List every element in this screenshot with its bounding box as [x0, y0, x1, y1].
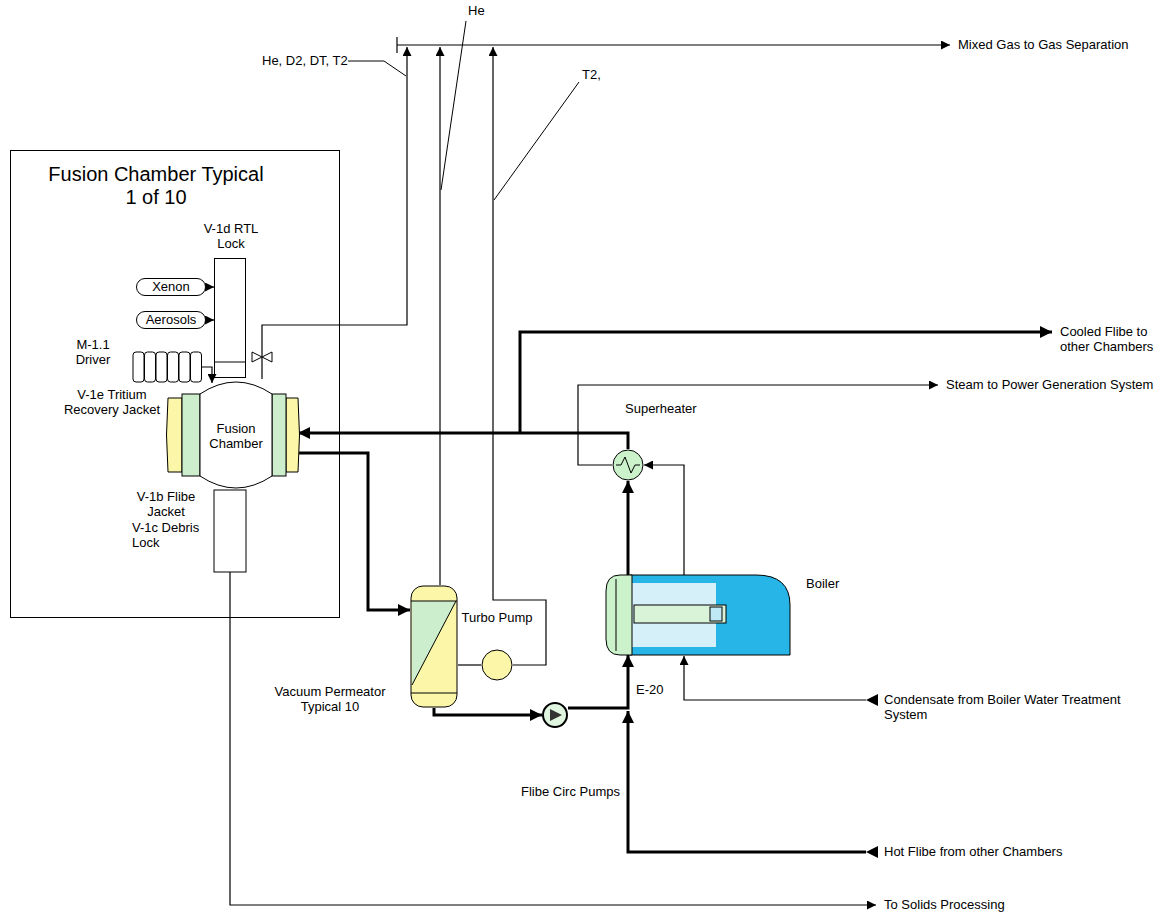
- source-label: Hot Flibe from other Chambers: [884, 845, 1062, 860]
- driver-cylinder: [179, 352, 190, 382]
- flibe-line: [628, 711, 866, 852]
- fusion-chamber: Fusion Chamber: [168, 378, 298, 492]
- stream-label: T2,: [582, 68, 601, 83]
- lock-label: V-1c Debris Lock: [132, 521, 208, 551]
- tritium-jacket: [167, 398, 183, 472]
- source-label: Condensate from Boiler Water Treatment S…: [884, 693, 1152, 723]
- destination-label: To Solids Processing: [884, 898, 1005, 913]
- condensate-line: [684, 656, 866, 700]
- flibe-jacket: [182, 394, 200, 476]
- flibe-connector: [434, 708, 542, 715]
- flibe-connector: [627, 481, 630, 575]
- solids-line: [230, 572, 876, 905]
- arrow-head: [866, 846, 878, 858]
- circulation-pump-outline: [542, 702, 568, 728]
- tritium-jacket: [286, 398, 300, 472]
- heat-exchanger-symbol: [613, 450, 643, 480]
- heat-exchanger-coil: [616, 457, 640, 473]
- leader-line: [494, 82, 579, 200]
- stream-label: He: [468, 4, 485, 19]
- valve-symbol: [252, 352, 272, 362]
- flow-connector: [206, 319, 214, 320]
- lock-tube: V-1d RTL Lock: [214, 258, 246, 378]
- node-label: Fusion Chamber: [200, 422, 272, 452]
- leader-line: [348, 61, 406, 76]
- enclosure-box: Fusion Chamber Typical 1 of 10 XenonAeros…: [10, 150, 340, 618]
- flibe-jacket: [272, 394, 286, 476]
- driver-symbol: [133, 352, 202, 382]
- tube-sheet: [710, 607, 722, 621]
- node-label: Boiler: [806, 577, 839, 592]
- driver-cylinder: [156, 352, 167, 382]
- pump-symbol: [543, 703, 567, 727]
- jacket-label: V-1b Flibe Jacket: [126, 490, 206, 520]
- jacket-label: V-1e Tritium Recovery Jacket: [60, 388, 164, 418]
- flow-connector: [206, 286, 214, 287]
- tube-bundle: [634, 605, 726, 623]
- superheater-outline: [612, 449, 644, 481]
- helium-line: [439, 47, 440, 585]
- flibe-connector: [298, 453, 410, 610]
- turbo-pump-outline: [481, 649, 513, 681]
- vacuum-permeator: Vacuum Permeator Typical 10: [410, 585, 458, 708]
- flibe-connector: [568, 655, 628, 708]
- flow-connector: [458, 664, 481, 665]
- node-label: Flibe Circ Pumps: [512, 785, 620, 800]
- vacuum-permeator-outline: [410, 585, 458, 708]
- driver-cylinder: [168, 352, 179, 382]
- pump-impeller: [550, 709, 562, 721]
- permeator-vessel: [411, 586, 457, 707]
- feed-source: Xenon: [136, 278, 206, 296]
- node-label: Xenon: [152, 280, 190, 295]
- node-label: Fusion Chamber Typical 1 of 10: [41, 163, 271, 209]
- node-label: Vacuum Permeator Typical 10: [260, 685, 400, 715]
- driver-cylinder: [191, 352, 202, 382]
- flibe-connector: [298, 433, 628, 449]
- boiler-head: [616, 579, 617, 651]
- membrane: [411, 601, 457, 693]
- destination-label: Cooled Flibe to other Chambers: [1060, 325, 1156, 355]
- feed-source: Aerosols: [136, 311, 206, 329]
- destination-label: Mixed Gas to Gas Separation: [958, 38, 1129, 53]
- node-label: Superheater: [625, 402, 697, 417]
- driver-cylinder: [133, 352, 144, 382]
- driver-cylinder: [145, 352, 156, 382]
- boiler-shell: [630, 575, 790, 655]
- superheater: Superheater: [612, 449, 644, 481]
- driver-line: [202, 367, 212, 383]
- arrow-head: [866, 694, 878, 706]
- boiler: BoilerE-20: [606, 575, 790, 655]
- debris-lock-tube: [214, 490, 246, 572]
- lock-band: [214, 362, 246, 363]
- tag-number: E-20: [636, 683, 663, 698]
- node-label: Aerosols: [146, 313, 197, 328]
- turbo-pump: Turbo Pump: [481, 649, 513, 681]
- node-label: V-1d RTL Lock: [201, 222, 261, 252]
- stream-label: He, D2, DT, T2: [262, 54, 348, 69]
- boiler-head: [606, 575, 632, 655]
- flow-connector: [644, 465, 684, 575]
- gas-header: [397, 44, 950, 45]
- node-label: Turbo Pump: [457, 611, 537, 626]
- equipment-tag: M-1.1 Driver: [66, 338, 120, 368]
- leader-line: [441, 21, 466, 190]
- destination-label: Steam to Power Generation System: [946, 378, 1153, 393]
- chamber-vessel: [200, 382, 272, 488]
- circulation-pump: Flibe Circ Pumps: [542, 702, 568, 728]
- gas-line: [262, 47, 407, 379]
- boiler-outline: [606, 575, 790, 655]
- pump-symbol: [482, 650, 512, 680]
